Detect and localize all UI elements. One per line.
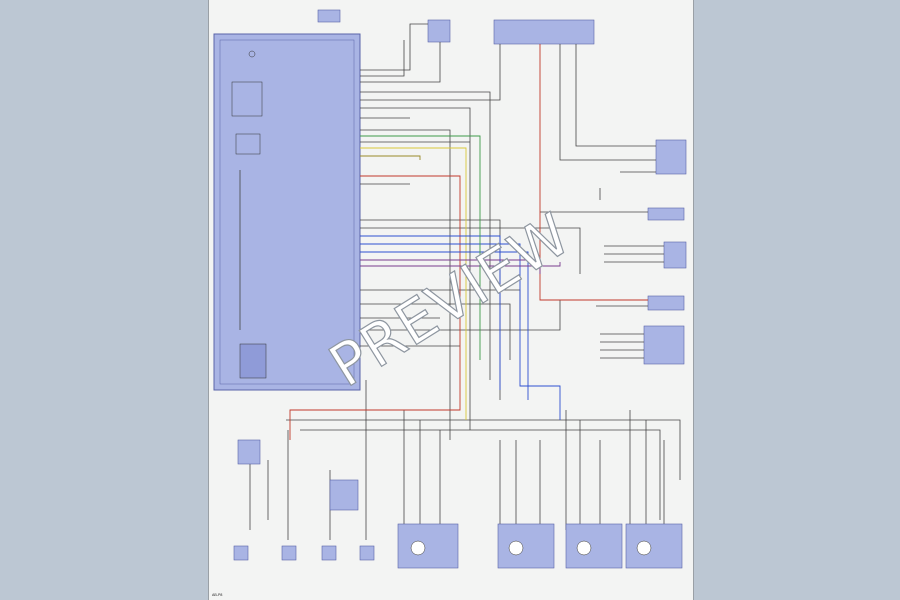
right-connector-3 xyxy=(647,295,685,311)
sensor-1-icon xyxy=(410,540,426,556)
control-module-box xyxy=(213,33,361,391)
bottom-sensors xyxy=(233,439,683,569)
switch-left xyxy=(237,439,261,465)
sensor-3-icon xyxy=(576,540,592,556)
sensor-4-icon xyxy=(636,540,652,556)
module-fuse-icon xyxy=(248,50,256,58)
sensor-3 xyxy=(565,523,623,569)
relay-block-1 xyxy=(231,81,263,117)
sensor-2-icon xyxy=(508,540,524,556)
control-module-inner xyxy=(219,39,355,385)
sensor-1 xyxy=(397,523,459,569)
top-left-connector xyxy=(317,9,341,23)
sensor-block xyxy=(239,343,267,379)
sensor-2 xyxy=(497,523,555,569)
right-connector-4 xyxy=(643,325,685,365)
relay-block-2 xyxy=(235,133,261,155)
switch-mid xyxy=(329,479,359,511)
right-connector-2 xyxy=(663,241,687,269)
top-fuse-connector xyxy=(427,19,451,43)
top-relay-connector xyxy=(493,19,595,45)
ground-2 xyxy=(281,545,297,561)
colored-wires xyxy=(289,44,648,440)
sensor-4 xyxy=(625,523,683,569)
ground-3 xyxy=(321,545,337,561)
right-connector-1 xyxy=(647,207,685,221)
ground-1 xyxy=(233,545,249,561)
footer-code: AB-P8 xyxy=(212,593,222,597)
right-switch-box xyxy=(655,139,687,175)
control-module xyxy=(213,33,361,391)
ground-4 xyxy=(359,545,375,561)
